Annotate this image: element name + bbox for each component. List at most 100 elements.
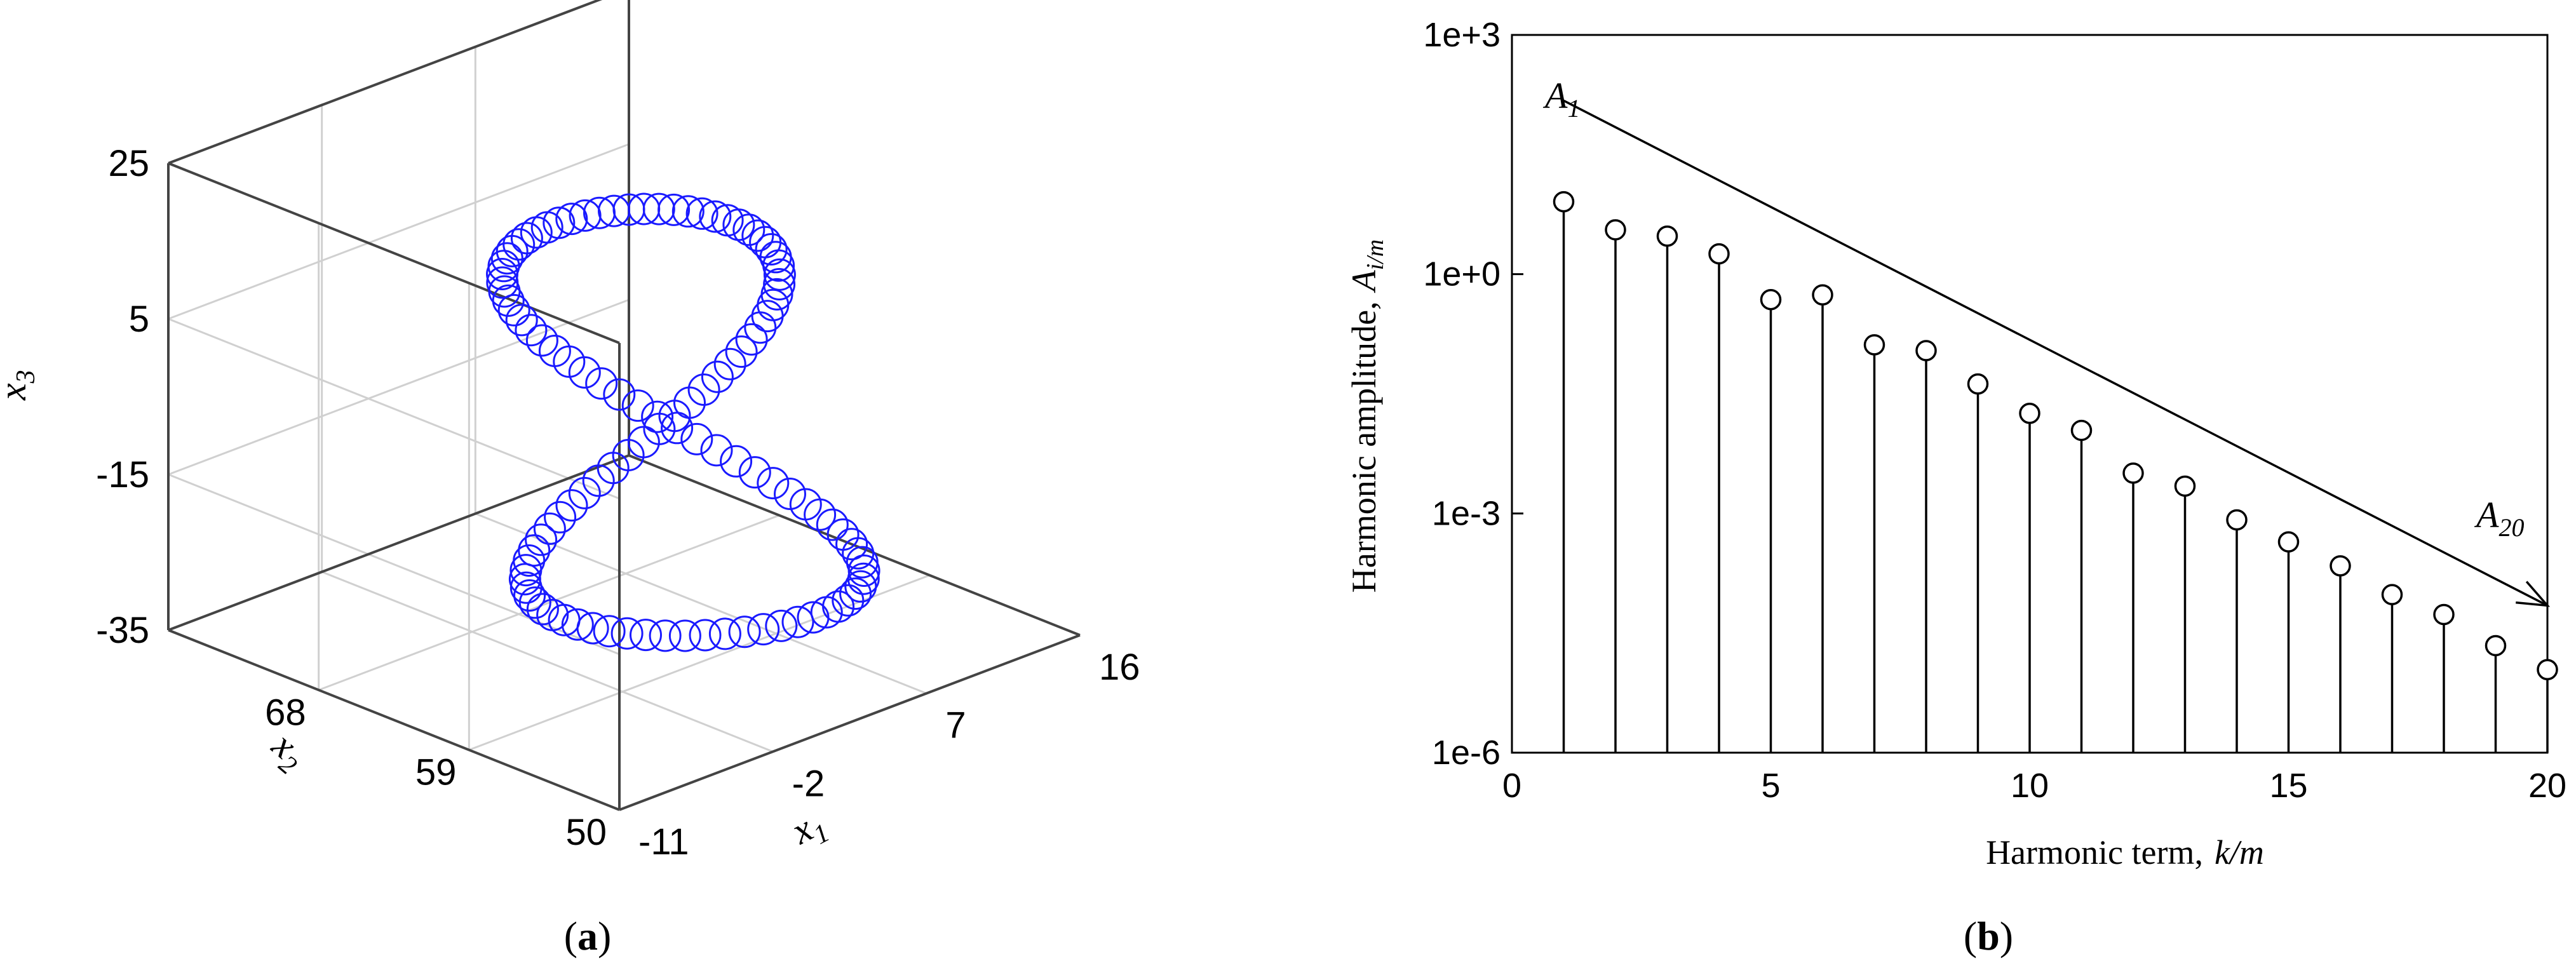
trend-arrow-line [1563,99,2548,607]
x3-tick-label: 25 [108,143,149,184]
trajectory-point [593,615,626,648]
trajectory-point [749,225,782,259]
trajectory-point [513,579,546,612]
y-tick-label: 1e+3 [1423,16,1500,54]
x-tick-label: 15 [2269,767,2307,805]
trajectory-point [713,347,746,380]
trajectory-point [735,323,768,356]
trajectory-point [642,192,675,225]
trajectory-point [533,512,566,545]
stem-marker [1708,243,1730,265]
trajectory-point [555,203,588,236]
x-tick-label: 20 [2528,767,2566,805]
grid-line [168,318,620,500]
stem-marker [1812,284,1833,306]
x-tick-label: 0 [1502,767,1521,805]
box-edge [168,629,620,811]
trajectory-point [544,501,577,534]
panel-a-label: (a) [564,913,612,958]
grid-line [168,143,630,320]
x1-tick-label: -11 [638,821,689,863]
trajectory-point [832,584,865,617]
trajectory-point [747,613,780,646]
stem-marker [2122,462,2144,484]
grid-line [318,514,780,691]
trajectory-point [680,422,713,455]
trajectory-point [628,192,661,225]
trajectory-point [781,605,814,638]
panel-b-trend-arrow [1563,99,2551,607]
y-tick-label: 1e-6 [1432,734,1500,772]
y-tick-label: 1e-3 [1432,494,1500,532]
x-tick-label: 5 [1761,767,1780,805]
stem-marker [2174,475,2196,497]
trajectory-point [486,258,518,290]
trend-arrow-head [2516,581,2551,607]
trajectory-point [708,617,741,650]
trajectory-point [649,619,682,652]
trajectory-point [738,456,771,489]
arrow-end-label: A20 [2474,494,2524,542]
x1-tick-label: 16 [1099,647,1140,688]
stem-marker [2277,531,2300,553]
trajectory-point [621,389,654,422]
trajectory-point [568,476,601,509]
trajectory-point [496,234,529,267]
trajectory-point [525,324,558,357]
trajectory-point [797,601,830,634]
trajectory-point [520,216,553,249]
stem-marker [2433,603,2455,626]
box-edge [168,454,630,631]
stem-marker [2019,402,2040,424]
stem-marker [1967,373,1989,395]
grid-line [321,570,774,753]
trajectory-point [728,615,761,649]
trajectory-point [711,204,744,237]
trajectory-point [603,378,636,411]
box-edge [168,162,620,344]
stem-marker [1915,340,1937,361]
panel-a-trajectory-points [486,192,880,652]
trajectory-point [555,489,588,522]
stem-marker [2226,509,2248,531]
panel-b-label: (b) [1964,913,2013,958]
trajectory-point [844,570,877,603]
trajectory-point [689,619,722,652]
stem-marker [1656,225,1678,247]
trajectory-point [804,498,837,531]
trajectory-point [687,373,720,406]
stem-marker [2485,635,2507,657]
trajectory-point [700,434,733,467]
panel-b-tick-labels: 0 5 10 15 20 1e-6 1e-3 1e+0 1e+3 [1423,16,2566,805]
y-tick-label: 1e+0 [1423,255,1500,293]
x-tick-label: 10 [2011,767,2049,805]
x1-axis-label: x1 [784,801,834,859]
trajectory-point [671,195,705,228]
trajectory-point [525,523,558,556]
grid-line [168,299,630,476]
trajectory-point [585,367,618,400]
trajectory-point [839,577,872,610]
trajectory-point [641,400,674,433]
trajectory-point [508,563,541,596]
trajectory-point [847,555,880,587]
trajectory-point [536,598,569,631]
trajectory-point [757,467,790,500]
trajectory-point [630,619,662,652]
y-axis-title: Harmonic amplitude,Ai/m [1345,239,1389,593]
trajectory-point [518,534,551,567]
trajectory-point [760,278,793,311]
trajectory-point [668,619,701,652]
trajectory-point [816,508,849,541]
trajectory-point [701,360,734,393]
trajectory-point [492,284,525,317]
panel-b-stems [1553,191,2558,753]
x3-axis-label: x3 [0,370,41,401]
stem-marker [1553,191,1575,213]
trajectory-point [610,617,644,650]
trajectory-point [720,445,753,478]
x3-tick-label: 5 [129,299,149,340]
x2-tick-label: 50 [565,812,607,853]
